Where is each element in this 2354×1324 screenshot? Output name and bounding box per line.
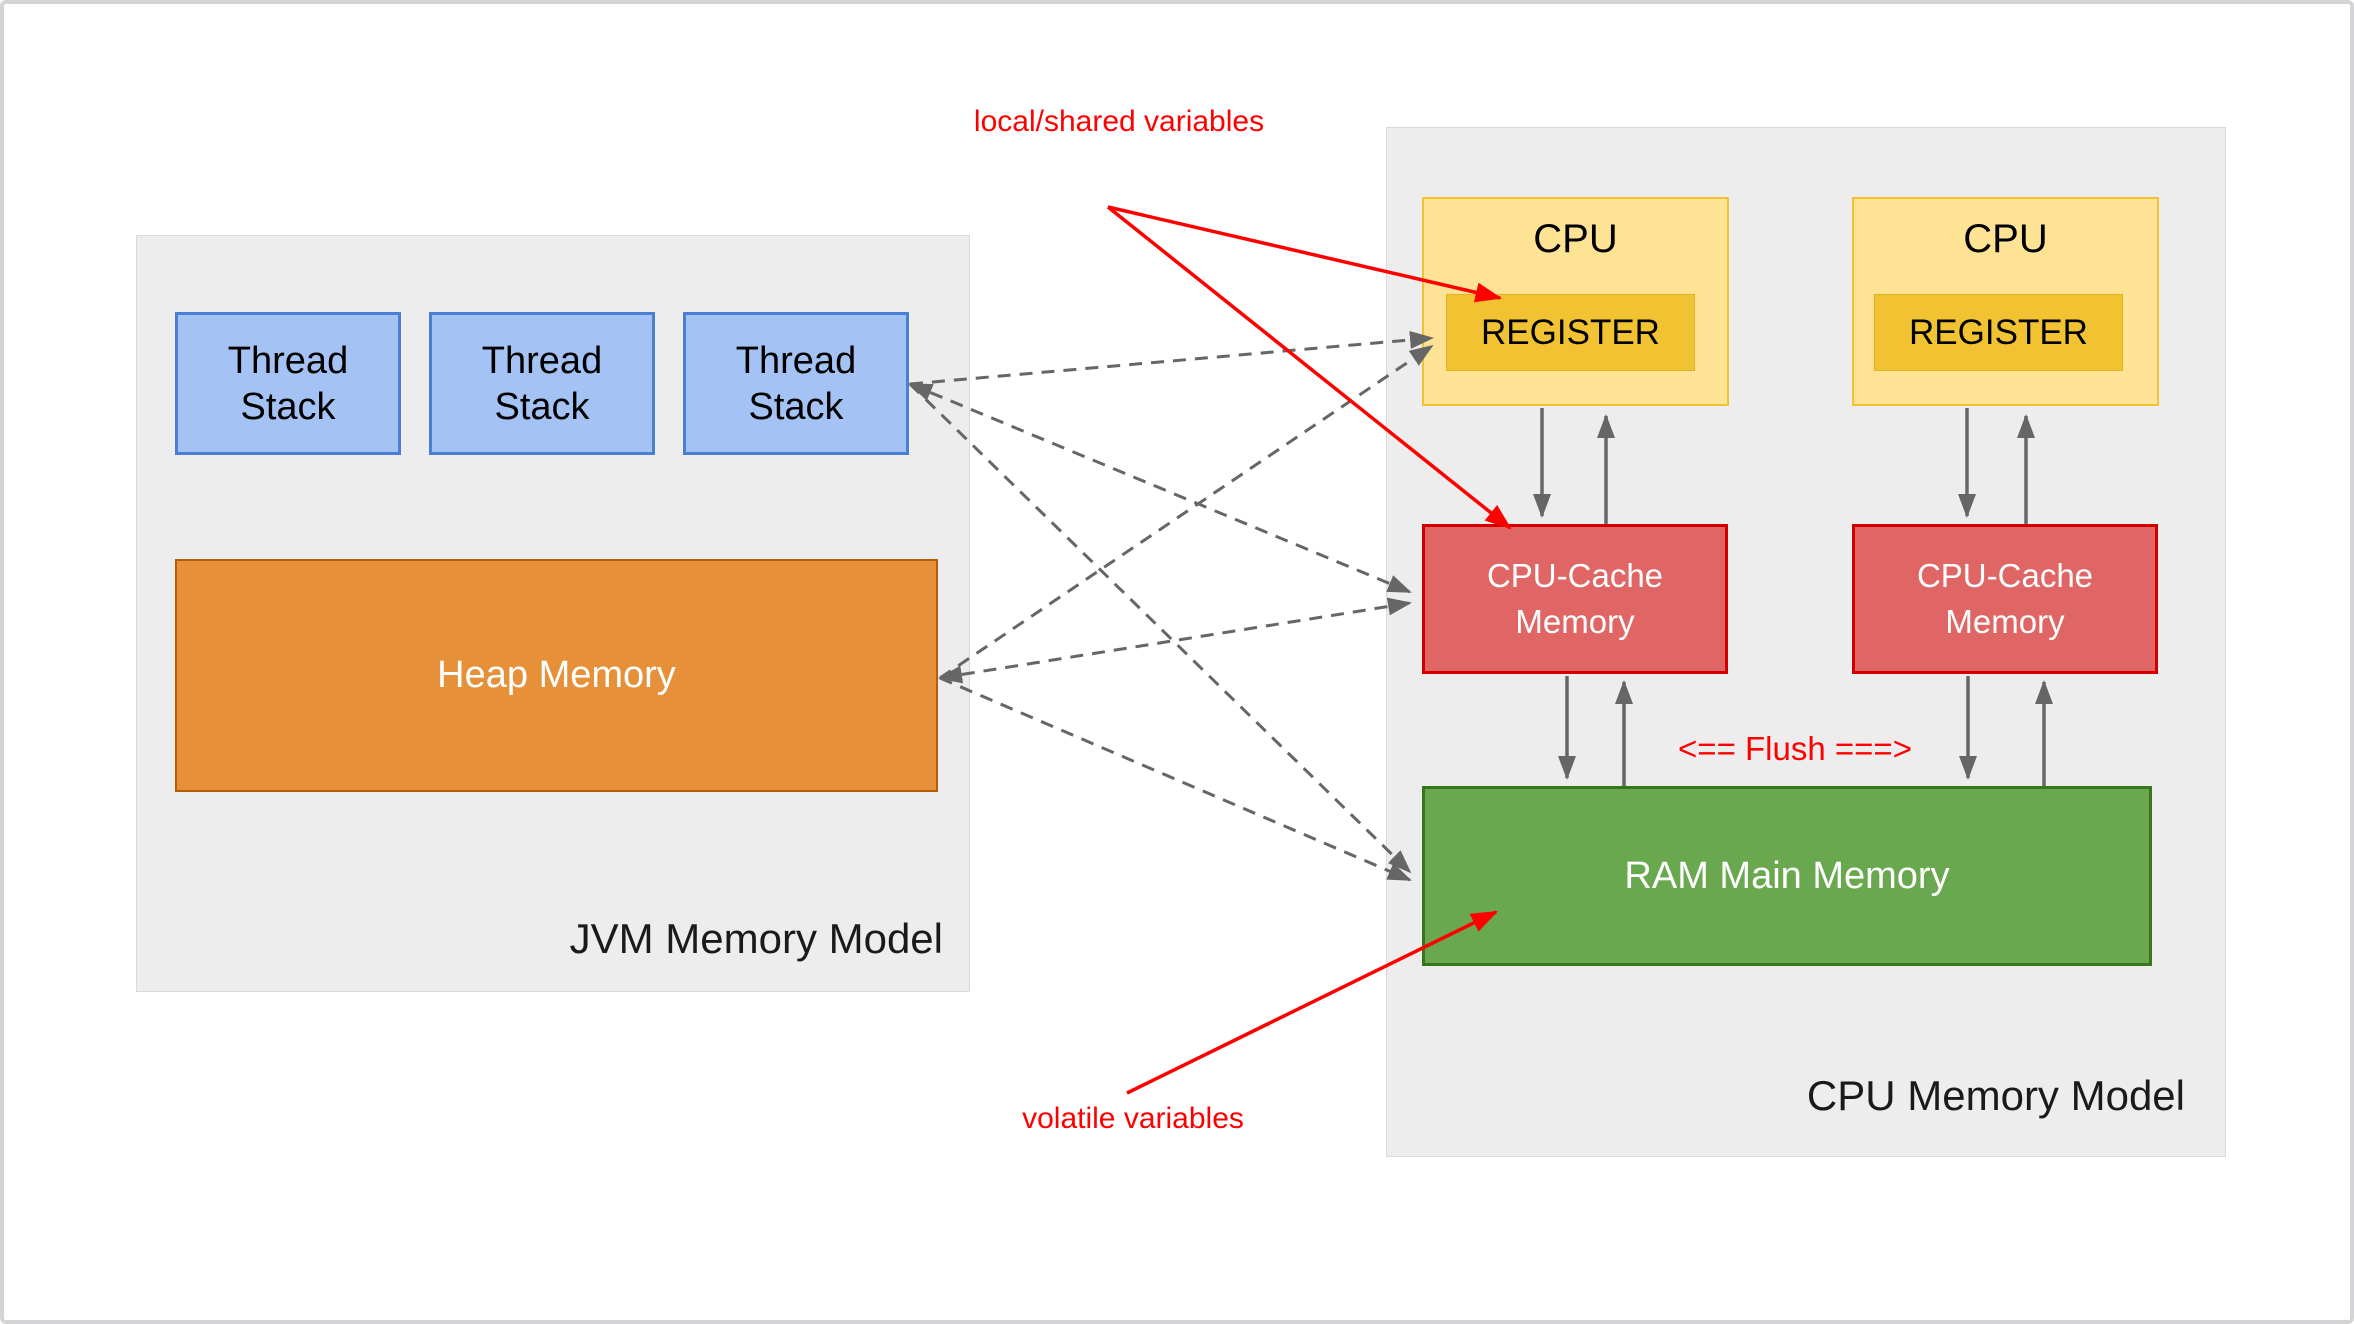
cpu-cache-box-2: CPU-Cache Memory: [1852, 524, 2158, 674]
heap-memory-box: Heap Memory: [175, 559, 938, 792]
register-box-2: REGISTER: [1874, 294, 2123, 371]
dashed-heap-to-cache: [938, 597, 1412, 684]
cpu-memory-model-title: CPU Memory Model: [1806, 1072, 2185, 1119]
thread-stack-label-2: Thread Stack: [481, 339, 603, 428]
register-label-2: REGISTER: [1909, 312, 2088, 352]
dashed-heap-to-ram: [939, 676, 1412, 882]
cpu-label-2: CPU: [1963, 217, 2048, 261]
thread-stack-box-2: Thread Stack: [429, 312, 655, 455]
volatile-variables-label: volatile variables: [1022, 1102, 1244, 1135]
thread-stack-box-1: Thread Stack: [175, 312, 401, 455]
thread-stack-label-1: Thread Stack: [227, 339, 349, 428]
ram-main-memory-box: RAM Main Memory: [1422, 786, 2152, 966]
flush-label: <== Flush ===>: [1678, 730, 1912, 767]
heap-memory-label: Heap Memory: [437, 654, 676, 696]
cpu-box-1: CPU REGISTER: [1422, 197, 1729, 406]
cpu-cache-box-1: CPU-Cache Memory: [1422, 524, 1728, 674]
thread-stack-box-3: Thread Stack: [683, 312, 909, 455]
register-label-1: REGISTER: [1481, 312, 1660, 352]
dashed-threadstack-to-register: [909, 330, 1434, 386]
jvm-memory-model-title: JVM Memory Model: [569, 915, 943, 962]
dashed-threadstack-to-cache: [908, 382, 1412, 594]
cpu-cache-label-2: CPU-Cache Memory: [1916, 557, 2094, 640]
cpu-label-1: CPU: [1533, 217, 1618, 261]
dashed-heap-to-register: [939, 344, 1434, 680]
cpu-box-2: CPU REGISTER: [1852, 197, 2159, 406]
thread-stack-label-3: Thread Stack: [735, 339, 857, 428]
ram-main-memory-label: RAM Main Memory: [1624, 854, 1950, 897]
local-shared-variables-label: local/shared variables: [973, 105, 1265, 138]
register-box-1: REGISTER: [1446, 294, 1695, 371]
cpu-cache-label-1: CPU-Cache Memory: [1486, 557, 1664, 640]
dashed-threadstack-to-ram: [908, 382, 1412, 874]
